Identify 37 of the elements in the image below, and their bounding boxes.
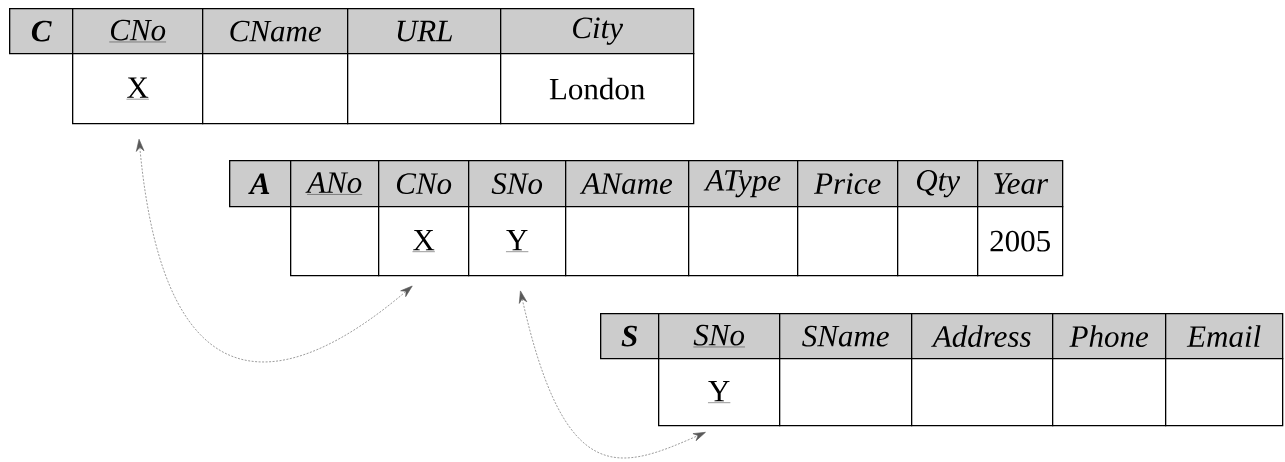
column-header: SName	[779, 313, 913, 360]
column-header: Email	[1165, 313, 1284, 360]
column-header: CNo	[378, 160, 470, 208]
table-cell	[911, 358, 1054, 427]
table-cell	[1052, 358, 1167, 427]
table-cell: X	[378, 206, 470, 277]
column-header: AType	[688, 160, 799, 208]
table-cell	[202, 53, 349, 125]
table-cell	[565, 206, 690, 277]
dotted-arrow	[136, 138, 413, 363]
table-cell	[1165, 358, 1284, 427]
column-header: URL	[347, 8, 502, 55]
table-cell: X	[72, 53, 204, 125]
column-header: AName	[565, 160, 690, 208]
column-header: Phone	[1052, 313, 1167, 360]
table-cell	[779, 358, 913, 427]
column-header: CName	[202, 8, 349, 55]
column-header: Qty	[897, 160, 979, 208]
table-cell: Y	[658, 358, 781, 427]
column-header: Year	[977, 160, 1064, 208]
table-cell	[290, 206, 380, 277]
table-cell	[897, 206, 979, 277]
column-header: Price	[797, 160, 899, 208]
table-name-cell: A	[229, 160, 292, 208]
table-name-cell: C	[9, 8, 74, 55]
dotted-arrow	[519, 290, 706, 459]
column-header: Address	[911, 313, 1054, 360]
table-cell	[797, 206, 899, 277]
column-header: ANo	[290, 160, 380, 208]
column-header: City	[500, 8, 695, 55]
table-name-cell: S	[600, 313, 660, 360]
column-header: SNo	[468, 160, 567, 208]
table-cell: Y	[468, 206, 567, 277]
table-cell	[347, 53, 502, 125]
table-cell: London	[500, 53, 695, 125]
table-cell: 2005	[977, 206, 1064, 277]
table-cell	[688, 206, 799, 277]
